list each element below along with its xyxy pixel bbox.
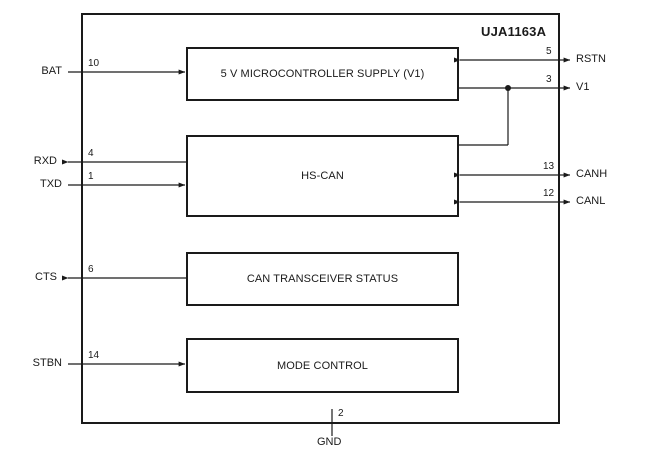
pin-label-rstn: RSTN <box>576 53 606 65</box>
block-rect-hscan <box>186 135 459 217</box>
pin-number-rxd: 4 <box>88 148 94 159</box>
pin-label-cts: CTS <box>35 271 57 283</box>
pin-number-cts: 6 <box>88 264 94 275</box>
pin-number-bat: 10 <box>88 58 100 69</box>
block-rect-supply <box>186 47 459 101</box>
chip-title: UJA1163A <box>481 24 547 39</box>
pin-label-txd: TXD <box>40 178 62 190</box>
block-label-mode-control: MODE CONTROL <box>276 359 369 372</box>
block-label-can-transceiver-status: CAN TRANSCEIVER STATUS <box>246 273 399 285</box>
pin-label-bat: BAT <box>41 65 62 77</box>
pin-number-canh: 13 <box>543 161 555 172</box>
pin-label-rxd: RXD <box>33 155 57 167</box>
pin-number-rstn: 5 <box>546 46 552 57</box>
pin-number-v1: 3 <box>546 74 552 85</box>
pin-label-stbn: STBN <box>32 357 62 369</box>
chip-boundary <box>81 13 560 424</box>
pin-label-canh: CANH <box>576 168 608 180</box>
block-label-hscan: HS-CAN <box>301 170 344 182</box>
block-rect-mode-control <box>186 338 459 393</box>
pin-number-stbn: 14 <box>88 350 100 361</box>
pin-label-canl: CANL <box>576 195 606 207</box>
block-rect-can-transceiver-status <box>186 252 459 306</box>
block-label-supply: 5 V MICROCONTROLLER SUPPLY (V1) <box>220 68 425 80</box>
pin-number-canl: 12 <box>543 188 555 199</box>
pin-number-gnd: 2 <box>338 408 344 419</box>
junction-dot-v1 <box>505 85 511 91</box>
pin-label-v1: V1 <box>576 81 590 93</box>
pin-number-txd: 1 <box>88 171 94 182</box>
pin-label-gnd: GND <box>317 436 342 448</box>
